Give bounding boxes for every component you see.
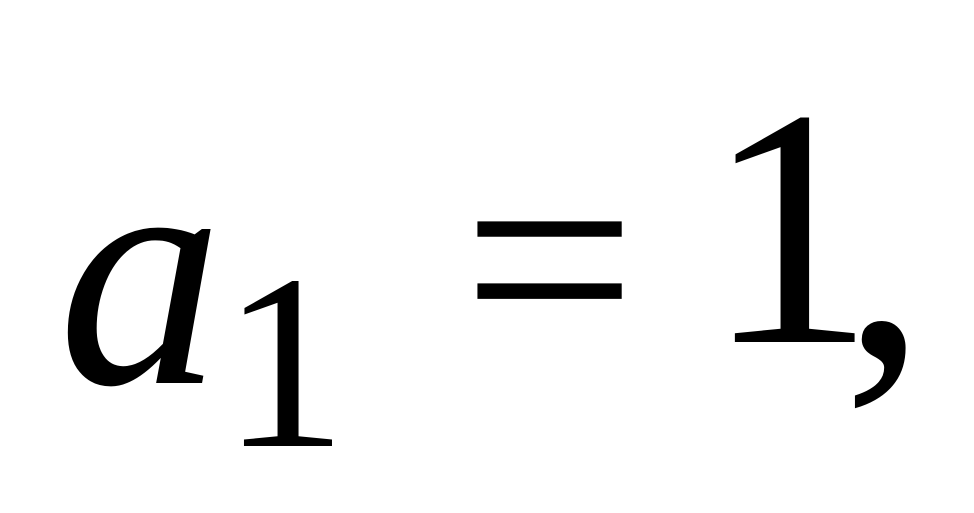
equals-sign: = (462, 88, 637, 431)
value-one: 1 (705, 39, 875, 416)
comma: , (842, 53, 927, 430)
variable-a: a (58, 90, 223, 455)
subscript-one: 1 (222, 224, 347, 501)
